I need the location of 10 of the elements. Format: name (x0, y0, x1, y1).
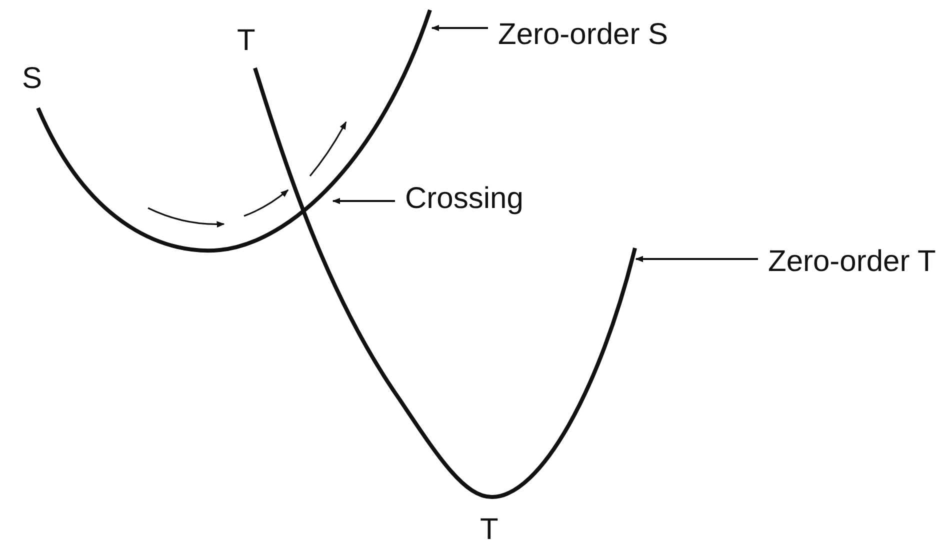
leader-line (332, 198, 395, 204)
callout-text: Zero-order T (768, 247, 936, 277)
curve-label: S (22, 64, 42, 94)
leader-line (431, 24, 488, 32)
leader-line (635, 256, 758, 262)
energy-curve (253, 67, 637, 499)
callout-text: Zero-order S (498, 20, 668, 50)
curve-label: T (480, 515, 498, 545)
curve-label: T (237, 26, 256, 56)
callout-text: Crossing (405, 184, 524, 214)
